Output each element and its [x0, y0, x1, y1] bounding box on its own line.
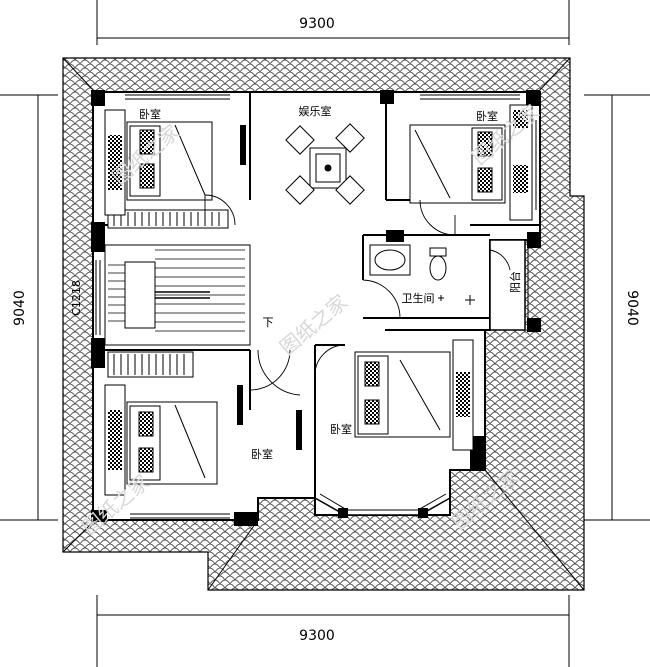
wardrobe-sw [107, 351, 194, 378]
dimension-right: 9040 [584, 94, 650, 521]
dimension-bottom: 9300 [96, 595, 570, 667]
bay-window [314, 493, 451, 518]
bed-sw [126, 401, 218, 485]
dimension-left-label: 9040 [12, 290, 28, 326]
dresser-nw [104, 109, 126, 216]
dimension-left: 9040 [0, 94, 58, 521]
stair-down-label: 下 [263, 316, 274, 329]
staircase [104, 244, 251, 346]
entertainment-table [285, 123, 365, 205]
bed-ne [409, 124, 506, 204]
balcony [489, 232, 541, 332]
room-label-bedroom-ne: 卧室 [476, 109, 498, 123]
dresser-ne [509, 104, 533, 221]
room-label-bedroom-se: 卧室 [330, 422, 352, 436]
bed-nw [126, 121, 213, 201]
bathroom-fixtures [369, 244, 475, 305]
bed-se [354, 351, 451, 438]
tv-units [237, 125, 302, 450]
dimension-top-label: 9300 [299, 16, 335, 32]
dresser-se [452, 339, 474, 451]
structural-columns [91, 90, 540, 526]
room-label-entertainment: 娱乐室 [299, 104, 332, 118]
room-label-balcony: 阳台 [508, 271, 522, 293]
dimension-bottom-label: 9300 [299, 628, 335, 644]
window-label: C1218 [70, 280, 83, 316]
room-label-bedroom-nw: 卧室 [139, 107, 161, 121]
room-label-bathroom: 卫生间 [402, 291, 435, 305]
dresser-sw [104, 384, 126, 496]
doors [204, 194, 511, 396]
windows [95, 94, 537, 519]
dimension-top: 9300 [96, 0, 570, 45]
dimension-right-label: 9040 [624, 290, 640, 326]
room-label-bedroom-sw: 卧室 [251, 447, 273, 461]
wardrobe-nw [107, 209, 229, 229]
